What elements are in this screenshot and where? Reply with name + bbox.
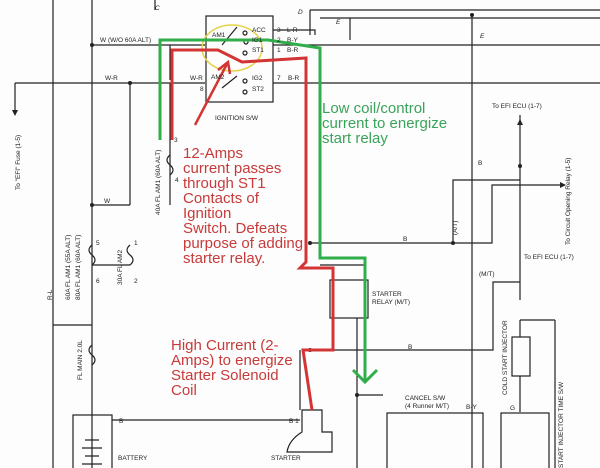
- label-fuses-am2: 30A FL AM2: [117, 249, 124, 285]
- annotation-high-current: High Current (2- Amps) to energize Start…: [171, 337, 297, 399]
- label-annotations-red_top-0: 12-Amps: [183, 145, 243, 162]
- label-ignition-pins-0: 3: [277, 27, 281, 34]
- label-annotations-red_bottom-3: Coil: [171, 382, 197, 399]
- label-ignition-am1: AM1: [212, 32, 226, 39]
- label-components-cancel: CANCEL S/W: [405, 395, 446, 402]
- label-annotations-red_bottom-0: High Current (2-: [171, 337, 279, 354]
- label-pins-p1: 1: [134, 240, 138, 247]
- label-wires-w_alt: W (W/O 60A ALT): [100, 37, 151, 44]
- label-ignition-wires-0: L-R: [287, 27, 298, 34]
- label-refs-efi_ecu: To EFI ECU (1-7): [492, 103, 542, 110]
- label-annotations-red_bottom-2: Starter Solenoid: [171, 367, 279, 384]
- annotation-control-current: Low coil/control current to energize sta…: [322, 100, 451, 147]
- label-annotations-red_top-5: Switch. Defeats: [183, 220, 287, 237]
- label-fuses-main: FL MAIN 2.0L: [77, 340, 84, 380]
- label-sections-e: E: [336, 19, 341, 26]
- label-fuses-am1_60: 60A FL AM1 (55A ALT): [65, 235, 72, 300]
- label-annotations-red_top-7: starter relay.: [183, 250, 265, 267]
- label-ignition-ig2: IG2: [252, 75, 263, 82]
- label-ignition-ig1: IG1: [252, 37, 263, 44]
- label-annotations-red_bottom-1: Amps) to energize: [171, 352, 293, 369]
- label-ignition-am2: AM2: [211, 74, 225, 81]
- label-ignition-wires-3: B-R: [288, 75, 300, 82]
- label-ignition-pins-4: 8: [200, 86, 204, 93]
- label-ignition-wires-1: B-Y: [287, 37, 299, 44]
- label-annotations-green-1: current to energize: [322, 115, 447, 132]
- label-components-csi: COLD START INJECTOR: [502, 320, 509, 395]
- label-annotations-green-0: Low coil/control: [322, 100, 425, 117]
- label-sections-e: E: [480, 33, 485, 40]
- label-pins-p4: 4: [175, 177, 179, 184]
- label-wires-rl: R-L: [47, 289, 54, 300]
- label-wires-g: G: [510, 405, 515, 412]
- label-annotations-red_top-1: current passes: [183, 160, 281, 177]
- label-pins-p6: 6: [96, 278, 100, 285]
- label-wires-b: B: [119, 418, 123, 425]
- label-wires-b: B: [403, 236, 407, 243]
- control-current-path: [158, 38, 379, 385]
- label-components-starter_relay2: RELAY (M/T): [372, 299, 410, 306]
- pointer-arrow: [193, 59, 232, 126]
- label-refs-efi_ecu: To EFI ECU (1-7): [524, 254, 574, 261]
- label-ignition-pins-2: 1: [277, 47, 281, 54]
- label-wires-wr: W-R: [105, 75, 118, 82]
- label-pins-p5: 5: [96, 240, 100, 247]
- label-components-starter_relay: STARTER: [372, 291, 402, 298]
- label-wires-wr: W-R: [190, 75, 203, 82]
- label-wires-by: B-Y: [466, 404, 478, 411]
- label-sections-c: C: [155, 5, 160, 12]
- label-annotations-red_top-4: Ignition: [183, 205, 231, 222]
- label-sections-d: D: [298, 9, 303, 16]
- label-components-battery: BATTERY: [118, 455, 148, 462]
- label-ignition-acc: ACC: [252, 27, 266, 34]
- label-components-cancel2: (4 Runner M/T): [405, 403, 449, 410]
- label-wires-b: B: [478, 160, 482, 167]
- label-ignition-wires-2: B-R: [287, 47, 299, 54]
- label-annotations-green-2: start relay: [322, 130, 388, 147]
- label-refs-cor: To Circuit Opening Relay (1-5): [565, 158, 572, 245]
- label-ignition-pins-3: 7: [277, 75, 281, 82]
- label-wires-w: W: [104, 198, 111, 205]
- st1-highlight-circle: [201, 24, 263, 72]
- high-current-path: [170, 48, 335, 411]
- label-wires-at: (A/T): [452, 221, 459, 235]
- label-annotations-red_top-3: Contacts of: [183, 190, 260, 207]
- label-ignition-st1: ST1: [252, 47, 264, 54]
- label-annotations-red_top-2: through ST1: [183, 175, 266, 192]
- label-wires-mt: (M/T): [479, 271, 495, 278]
- label-pins-p2: 2: [134, 278, 138, 285]
- label-fuses-am1_40: 40A FL AM1 (60A ALT): [155, 150, 162, 215]
- label-refs-efi_fuse: To "EFI" Fuse (1-5): [15, 135, 22, 190]
- label-components-csi_time: START INJECTOR TIME S/W: [558, 381, 565, 468]
- label-annotations-red_top-6: purpose of adding: [183, 235, 303, 252]
- wiring: [12, 0, 600, 468]
- label-pins-p3: 3: [174, 137, 178, 144]
- label-components-starter: STARTER: [271, 455, 301, 462]
- diagram-labels: W (W/O 60A ALT) W-R W-R 8 AM1 AM2 ACC IG…: [15, 5, 574, 468]
- label-wires-b: B: [408, 344, 412, 351]
- annotation-st1-current: 12-Amps current passes through ST1 Conta…: [183, 145, 307, 267]
- ignition-switch-label: IGNITION S/W: [215, 115, 259, 122]
- label-pins-b1: B 1: [289, 418, 299, 425]
- label-ignition-st2: ST2: [252, 86, 264, 93]
- label-ignition-pins-1: 2: [277, 37, 281, 44]
- label-fuses-am1_80: 80A FL AM1 (60A ALT): [75, 235, 82, 300]
